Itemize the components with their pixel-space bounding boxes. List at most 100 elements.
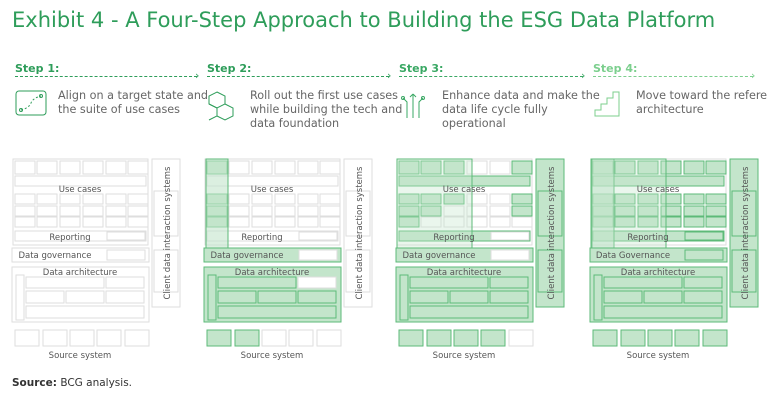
- use-case-cell: [637, 160, 659, 175]
- use-case-cell: [614, 205, 636, 217]
- reporting-label: Reporting: [433, 233, 474, 243]
- source-system-cell: [620, 329, 646, 347]
- data-governance-label: Data Governance: [596, 251, 670, 261]
- architecture-cell: [409, 276, 489, 289]
- exhibit-title: Exhibit 4 - A Four-Step Approach to Buil…: [12, 8, 716, 32]
- source-system-cell: [508, 329, 534, 347]
- reporting-cell: [298, 231, 338, 241]
- use-case-bar: [14, 175, 147, 187]
- client-cell: [345, 249, 371, 293]
- use-case-cell: [251, 193, 273, 205]
- use-case-cell: [14, 193, 36, 205]
- step-1-description: Align on a target state and the suite of…: [58, 89, 209, 116]
- architecture-cell: [217, 276, 297, 289]
- step-2-label: Step 2:: [207, 62, 252, 75]
- use-case-cell: [637, 193, 659, 205]
- architecture-cell: [217, 290, 257, 304]
- architecture-cell: [683, 276, 723, 289]
- use-case-cell: [705, 160, 727, 175]
- use-case-cell: [59, 216, 81, 228]
- architecture-cell: [643, 290, 683, 304]
- use-case-cell: [82, 205, 104, 217]
- use-case-cell: [319, 160, 341, 175]
- use-case-cell: [683, 205, 705, 217]
- architecture-cell: [105, 290, 145, 304]
- use-cases-label: Use cases: [251, 185, 294, 195]
- use-case-cell: [443, 205, 465, 217]
- source-note: Source: BCG analysis.: [12, 377, 132, 389]
- use-case-cell: [489, 193, 511, 205]
- step-3-timeline: [399, 76, 583, 77]
- reporting-bar: [14, 230, 147, 242]
- use-case-cell: [14, 160, 36, 175]
- use-case-cell: [398, 216, 420, 228]
- architecture-cell: [603, 305, 723, 319]
- arrow-icon: ›: [195, 69, 200, 82]
- use-case-cell: [443, 160, 465, 175]
- use-case-cell: [251, 216, 273, 228]
- step-1-label: Step 1:: [15, 62, 60, 75]
- data-governance-cell: [298, 249, 338, 261]
- architecture-cell: [489, 276, 529, 289]
- use-case-cell: [614, 216, 636, 228]
- use-case-cell: [705, 205, 727, 217]
- source-system-cell: [69, 329, 95, 347]
- use-case-cell: [36, 216, 58, 228]
- arrow-icon: ›: [751, 69, 756, 82]
- client-systems-label: Client data interaction systems: [163, 166, 173, 300]
- architecture-cell: [489, 290, 529, 304]
- client-cell: [153, 190, 179, 237]
- source-system-cell: [426, 329, 452, 347]
- use-case-cell: [637, 205, 659, 217]
- source-system-cell: [206, 329, 232, 347]
- reporting-label: Reporting: [49, 233, 90, 243]
- initial-use-case-block: [396, 158, 473, 250]
- use-case-cell: [466, 205, 488, 217]
- use-case-cell: [443, 216, 465, 228]
- use-case-cell: [614, 193, 636, 205]
- use-case-cell: [36, 193, 58, 205]
- use-case-cell: [127, 193, 149, 205]
- use-case-cell: [228, 193, 250, 205]
- source-system-cell: [592, 329, 618, 347]
- reporting-label: Reporting: [241, 233, 282, 243]
- use-case-cell: [319, 205, 341, 217]
- use-case-cell: [398, 193, 420, 205]
- use-case-cell: [36, 205, 58, 217]
- client-cell: [537, 190, 563, 237]
- architecture-cell: [25, 276, 105, 289]
- use-case-cell: [705, 193, 727, 205]
- source-system-cell: [702, 329, 728, 347]
- use-case-cell: [297, 216, 319, 228]
- client-cell: [537, 249, 563, 293]
- use-cases-label: Use cases: [637, 185, 680, 195]
- use-case-cell: [251, 205, 273, 217]
- data-governance-label: Data governance: [18, 251, 91, 261]
- use-case-cell: [297, 205, 319, 217]
- use-case-cell: [297, 160, 319, 175]
- stairs-icon: [594, 91, 620, 117]
- source-system-cell: [674, 329, 700, 347]
- data-governance-label: Data governance: [210, 251, 283, 261]
- use-case-cell: [274, 193, 296, 205]
- use-case-cell: [297, 193, 319, 205]
- use-case-cell: [660, 216, 682, 228]
- client-systems-label: Client data interaction systems: [355, 166, 365, 300]
- step-4-label: Step 4:: [593, 62, 638, 75]
- use-case-cell: [398, 205, 420, 217]
- use-case-cell: [105, 193, 127, 205]
- use-case-cell: [683, 193, 705, 205]
- client-systems-label: Client data interaction systems: [547, 166, 557, 300]
- source-system-cell: [96, 329, 122, 347]
- use-case-cell: [59, 205, 81, 217]
- data-governance-cell: [490, 249, 530, 261]
- use-case-cell: [105, 160, 127, 175]
- use-case-cell: [319, 216, 341, 228]
- client-cell: [731, 190, 757, 237]
- step-1-timeline: [15, 76, 197, 77]
- use-case-cell: [36, 160, 58, 175]
- arrow-icon: ›: [387, 69, 392, 82]
